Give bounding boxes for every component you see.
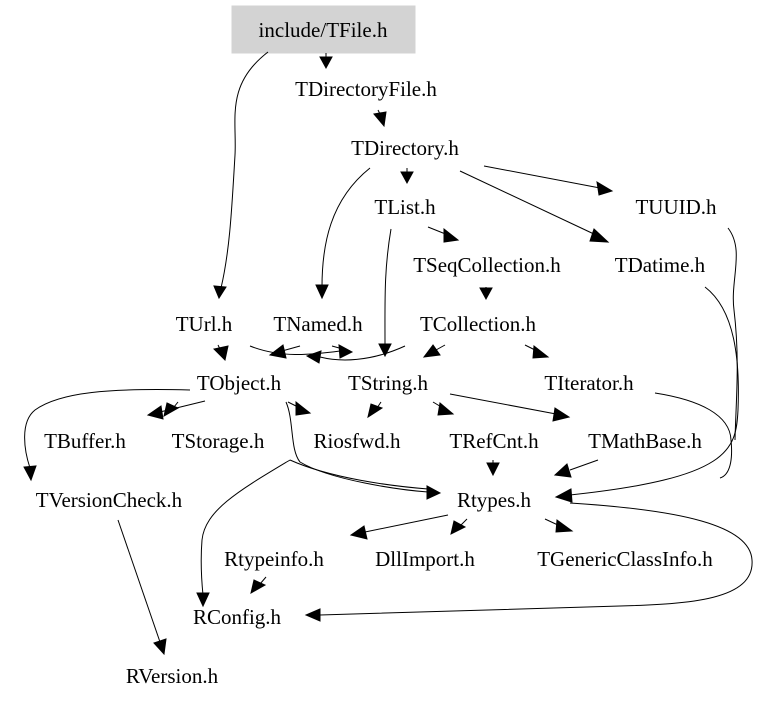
arrowhead-turl-tobject	[212, 345, 229, 362]
arrowhead-trefcnt-rtypes	[486, 462, 500, 477]
arrowhead-turl-tstring	[338, 344, 354, 359]
edge-tdatime-rtypes	[569, 286, 739, 496]
arrowhead-tdirectoryfile-tdirectory	[373, 111, 387, 128]
node-tstorage[interactable]: TStorage.h	[172, 429, 265, 453]
node-tversioncheck[interactable]: TVersionCheck.h	[36, 488, 183, 512]
arrowhead-tnamed-tobject	[268, 344, 287, 359]
arrowhead-tfile-tdirectoryfile	[319, 56, 333, 70]
arrowhead-tlist-tseqcollection	[443, 227, 460, 243]
arrowhead-tcollection-tobject	[305, 350, 322, 364]
arrowhead-tdatime-rtypes	[554, 488, 573, 503]
edge-tversioncheck-rversion	[117, 519, 161, 643]
node-tdirectoryfile[interactable]: TDirectoryFile.h	[295, 77, 437, 101]
arrowhead-tversioncheck-rversion	[153, 638, 167, 656]
arrowhead-tlist-tstring	[378, 343, 392, 358]
edge-titerator-rtypes	[654, 392, 733, 479]
edge-tdirectory-tuuid	[483, 165, 601, 189]
node-dllimport[interactable]: DllImport.h	[375, 547, 475, 571]
arrowhead-tobject-tversioncheck	[23, 465, 37, 482]
node-titerator[interactable]: TIterator.h	[544, 371, 634, 395]
arrowhead-tdirectory-tuuid	[596, 181, 614, 196]
edge-tobject-rconfig	[200, 459, 291, 596]
edge-tuuid-rtypes	[727, 227, 738, 441]
arrowhead-tobject-tbuffer	[146, 405, 164, 420]
arrowhead-tobject-rconfig	[196, 592, 210, 608]
arrowhead-tmathbase-rtypes	[553, 463, 572, 478]
node-trefcnt[interactable]: TRefCnt.h	[449, 429, 539, 453]
edges	[23, 51, 753, 656]
node-rversion[interactable]: RVersion.h	[126, 664, 219, 688]
node-rconfig[interactable]: RConfig.h	[193, 605, 282, 629]
arrowhead-tobject-riosfwd	[295, 400, 312, 416]
node-tuuid[interactable]: TUUID.h	[635, 195, 717, 219]
edge-tfile-turl	[220, 51, 269, 289]
edge-tcollection-tstring	[435, 344, 446, 351]
arrowhead-rtypeinfo-rconfig	[250, 579, 267, 595]
edge-tobject-rtypes	[285, 401, 429, 493]
node-rtypeinfo[interactable]: Rtypeinfo.h	[224, 547, 324, 571]
node-tseqcollection[interactable]: TSeqCollection.h	[413, 253, 561, 277]
node-tstring[interactable]: TString.h	[348, 371, 428, 395]
node-tobject[interactable]: TObject.h	[197, 371, 282, 395]
node-tgenericclassinfo[interactable]: TGenericClassInfo.h	[537, 547, 713, 571]
edge-tobject-tversioncheck	[24, 389, 191, 469]
node-tmathbase[interactable]: TMathBase.h	[588, 429, 702, 453]
node-tdirectory[interactable]: TDirectory.h	[351, 136, 459, 160]
edge-tcollection-tobject	[319, 345, 406, 361]
node-riosfwd[interactable]: Riosfwd.h	[314, 429, 401, 453]
arrowhead-tstring-trefcnt	[437, 402, 455, 416]
arrowhead-rtypes-tgenericclassinfo	[555, 519, 574, 533]
arrowhead-tcollection-titerator	[532, 345, 550, 359]
node-rtypes[interactable]: Rtypes.h	[457, 488, 532, 512]
arrowhead-tseqcollection-tcollection	[479, 287, 493, 301]
arrowhead-rtypes-rconfig	[304, 608, 321, 622]
edge-tnamed-tobject	[281, 345, 301, 352]
edge-tnamed-tstring	[331, 345, 351, 352]
node-tdatime[interactable]: TDatime.h	[615, 253, 706, 277]
node-tbuffer[interactable]: TBuffer.h	[44, 429, 126, 453]
edge-tdirectory-tdatime	[459, 170, 597, 236]
arrowhead-tstring-riosfwd	[367, 403, 384, 419]
node-tcollection[interactable]: TCollection.h	[420, 312, 537, 336]
edge-tstring-tmathbase	[449, 393, 557, 415]
node-turl[interactable]: TUrl.h	[176, 312, 233, 336]
arrowhead-tdirectory-tlist	[400, 171, 414, 185]
edge-tlist-tstring	[384, 228, 392, 346]
node-root-tfile[interactable]: include/TFile.h	[259, 18, 388, 42]
edge-turl-tstring	[249, 345, 341, 355]
nodes: include/TFile.h TDirectoryFile.h TDirect…	[36, 18, 717, 688]
edge-tdirectory-tnamed	[321, 167, 371, 288]
arrowhead-tobject-rtypes	[426, 485, 442, 500]
node-tlist[interactable]: TList.h	[374, 195, 436, 219]
arrowhead-tfile-turl	[213, 285, 227, 300]
edge-tmathbase-rtypes	[569, 459, 599, 471]
arrowhead-rtypes-dllimport	[450, 520, 467, 535]
arrowhead-rtypes-rtypeinfo	[349, 525, 368, 540]
arrowhead-tdirectory-tdatime	[589, 228, 610, 243]
edge-tstring-rtypes	[289, 459, 429, 490]
root-node-box	[231, 5, 416, 54]
edge-rtypes-rconfig	[319, 502, 753, 616]
edge-rtypes-rtypeinfo	[364, 514, 449, 533]
arrowhead-tobject-tstorage	[163, 402, 180, 418]
arrowhead-tcollection-tstring	[422, 344, 441, 358]
arrowhead-tstring-tmathbase	[552, 407, 571, 422]
arrowhead-tdirectory-tnamed	[315, 284, 329, 300]
node-tnamed[interactable]: TNamed.h	[273, 312, 363, 336]
